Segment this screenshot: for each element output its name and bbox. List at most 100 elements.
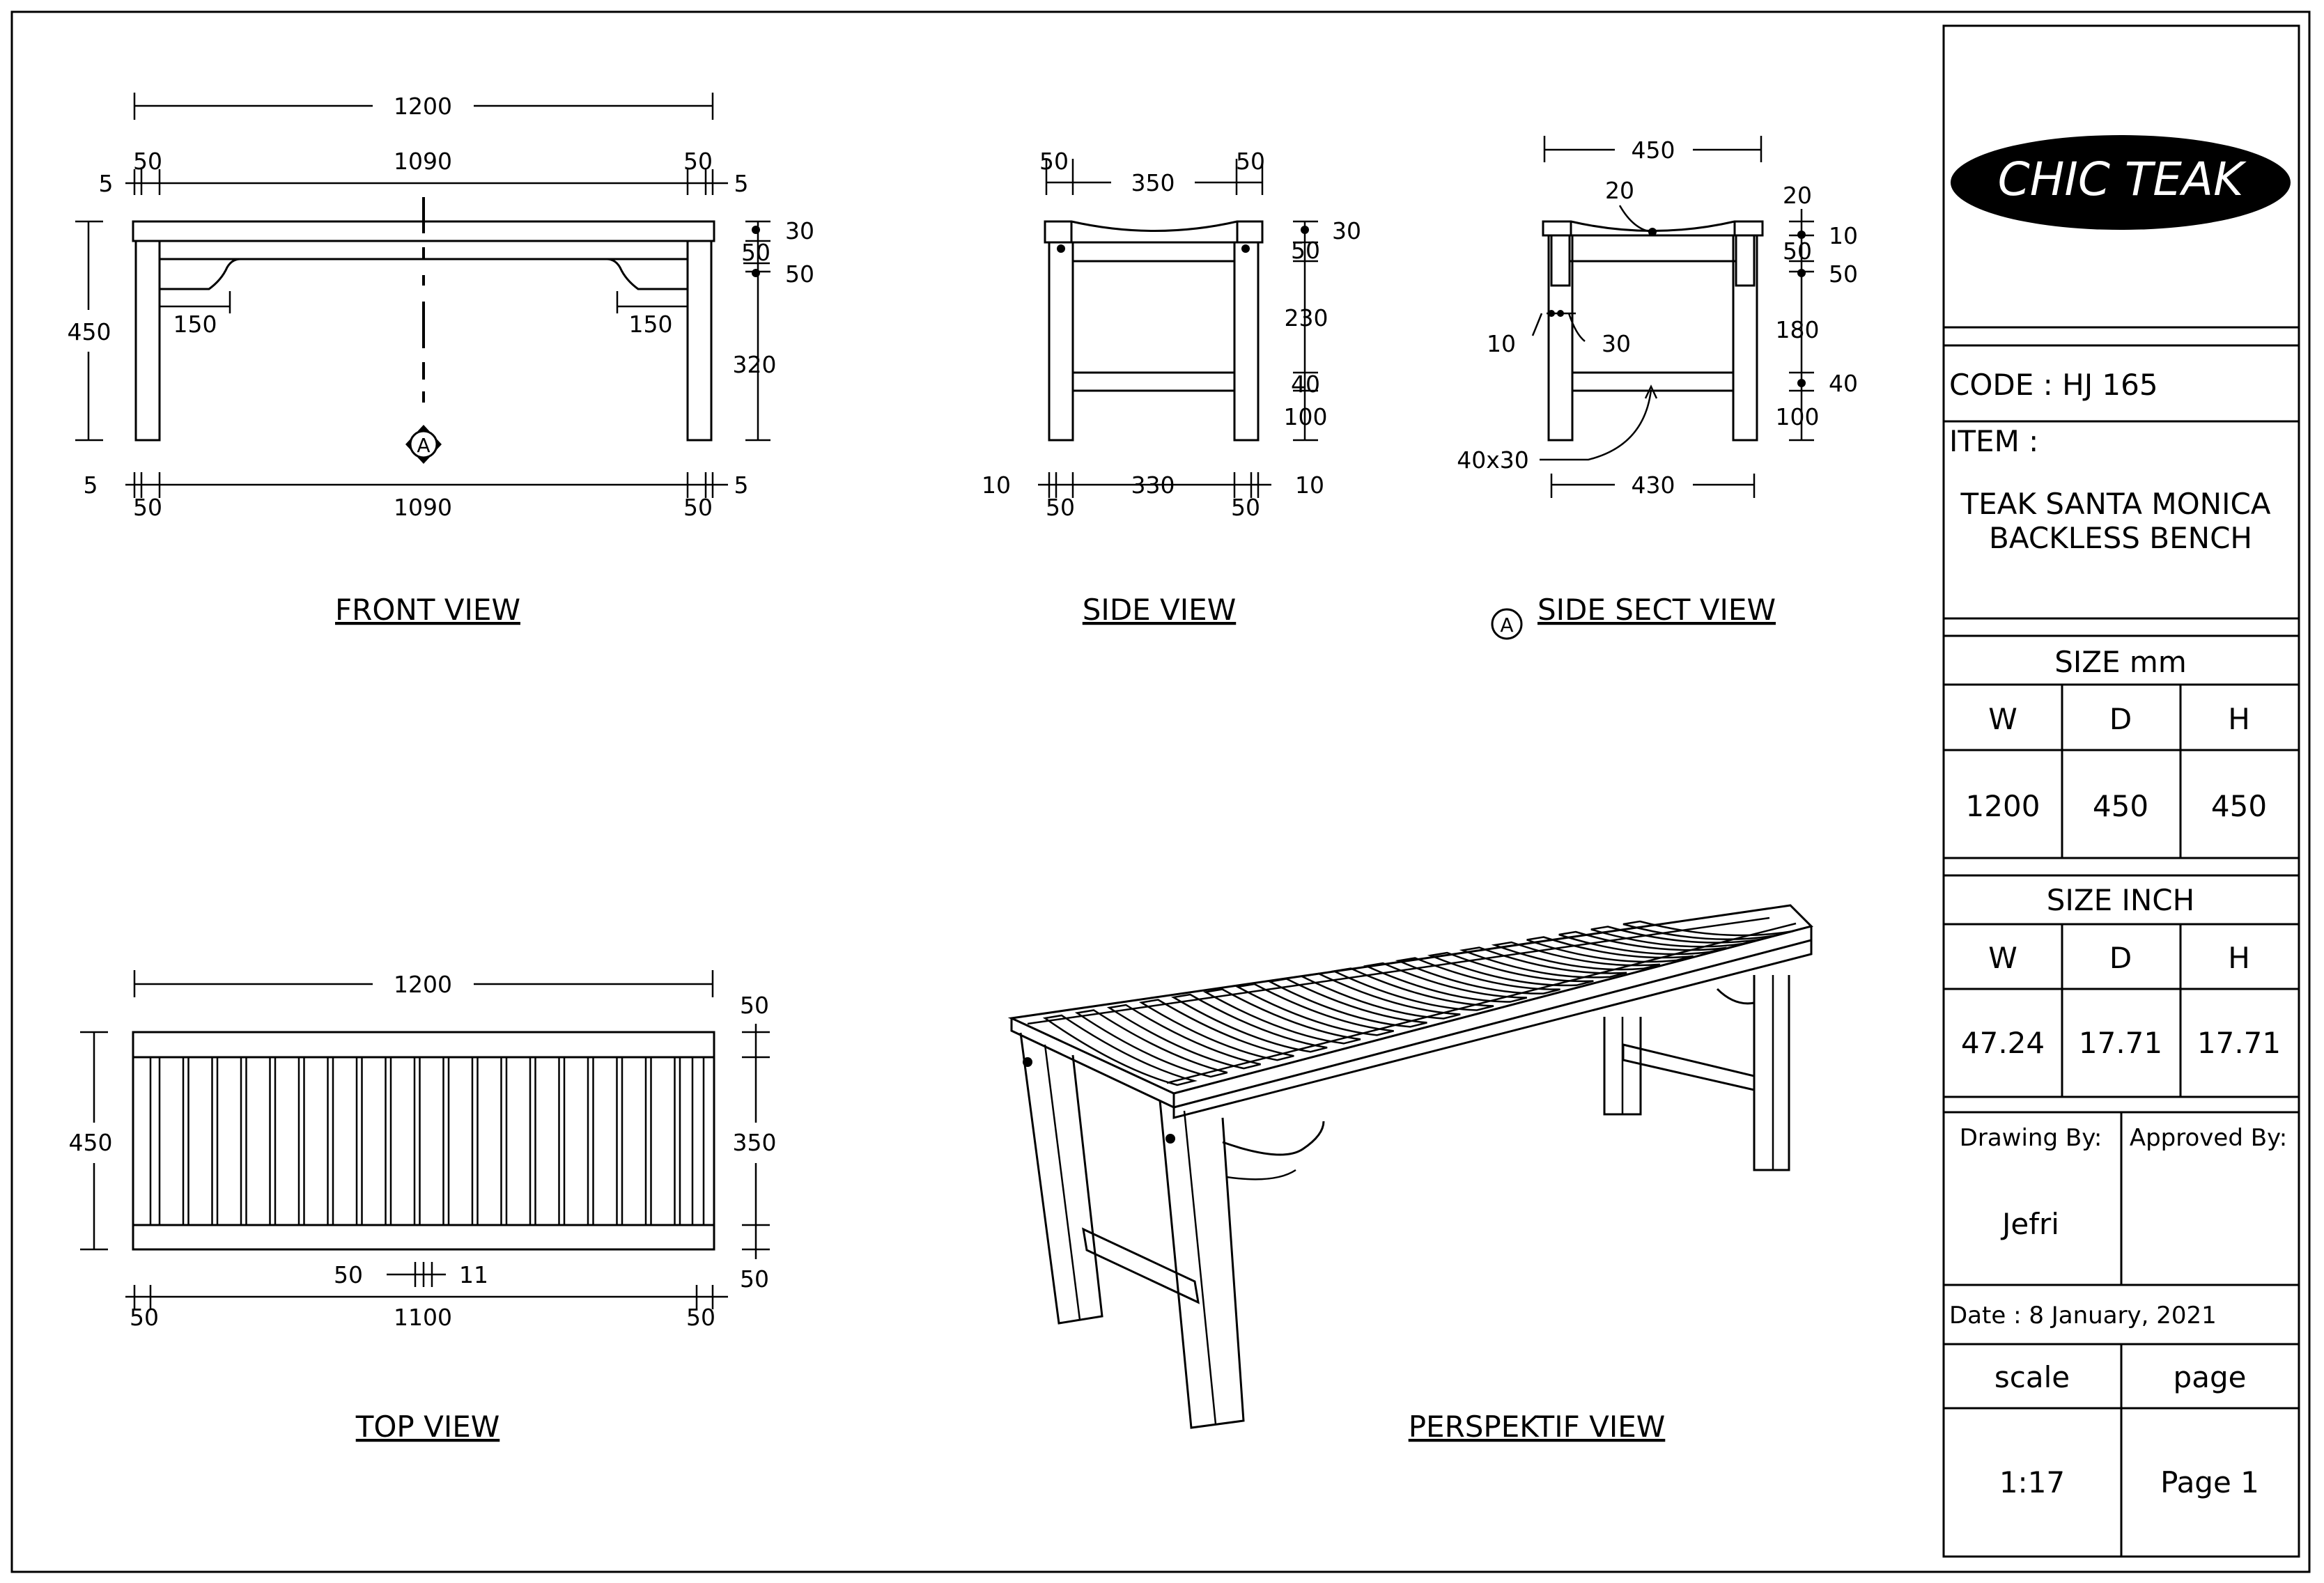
code-text: CODE : HJ 165: [1949, 368, 2158, 402]
mm-value-w: 1200: [1966, 789, 2040, 823]
top-slat: [274, 1056, 300, 1226]
inch-value-h: 17.71: [2197, 1026, 2281, 1060]
top-slat: [303, 1056, 329, 1226]
top-slat: [505, 1056, 532, 1226]
perspective-slat: [1138, 999, 1294, 1061]
side-dim-inner: 350: [1131, 169, 1175, 196]
sect-dim-tenon-l: 10: [1487, 330, 1516, 357]
top-slat: [419, 1056, 444, 1226]
top-slat: [477, 1056, 502, 1226]
perspective-slat: [1427, 951, 1594, 987]
perspective-slat: [1234, 983, 1394, 1036]
perspective-slat: [1299, 972, 1461, 1020]
front-view-title: FRONT VIEW: [335, 593, 520, 627]
perspective-slat: [1170, 993, 1328, 1053]
approved-by-label: Approved By:: [2130, 1124, 2287, 1152]
top-dim-b-leg-r: 50: [686, 1304, 715, 1331]
perspective-slat: [1363, 962, 1528, 1003]
perspective-slat: [1526, 936, 1694, 963]
side-dim-b-off-r: 10: [1295, 471, 1324, 499]
inch-col-h: H: [2228, 941, 2250, 975]
side-dim-leg-r: 50: [1236, 148, 1265, 175]
front-dim-b-off-l: 5: [84, 471, 98, 499]
page-label: page: [2174, 1360, 2247, 1394]
sect-dim-tenon-r: 30: [1602, 330, 1631, 357]
mm-col-w: W: [1988, 702, 2017, 736]
front-dim-b-inner: 1090: [394, 494, 452, 521]
side-view: 50 350 50 30 50 230 40 100 10: [982, 148, 1361, 627]
front-view: 1200 50 1090 50 5 5 A 150: [68, 93, 814, 627]
sect-dim-foot: 100: [1776, 403, 1820, 430]
top-slat: [158, 1056, 185, 1226]
top-slat: [447, 1056, 474, 1226]
top-slat: [621, 1056, 647, 1226]
perspective-slat: [1558, 930, 1727, 956]
front-dim-off-l: 5: [99, 170, 114, 197]
side-dim-b-inner: 330: [1131, 471, 1175, 499]
side-view-title: SIDE VIEW: [1083, 593, 1236, 627]
front-dim-apron-t2: 50: [785, 260, 814, 288]
perspective-slats: [1042, 920, 1794, 1086]
perspective-slat: [1042, 1014, 1198, 1086]
top-slat: [216, 1056, 242, 1226]
top-slat: [534, 1056, 560, 1226]
top-slat: [389, 1056, 416, 1226]
item-line-2: BACKLESS BENCH: [1989, 521, 2252, 555]
top-dim-b-inner: 1100: [394, 1304, 452, 1331]
front-section-marker: A: [417, 434, 430, 457]
side-dim-apron: 50: [1291, 237, 1320, 264]
perspective-slat: [1590, 926, 1760, 948]
perspective-slat: [1622, 920, 1794, 941]
drawing-by-label: Drawing By:: [1960, 1124, 2102, 1152]
sheet-border: [10, 10, 2311, 1573]
inch-value-w: 47.24: [1961, 1026, 2045, 1060]
mm-value-d: 450: [2093, 789, 2148, 823]
sect-dim-bottom: 430: [1632, 471, 1675, 499]
perspective-slat: [1074, 1009, 1228, 1078]
logo-text: CHIC TEAK: [1998, 153, 2247, 206]
sect-dim-slat: 10: [1829, 222, 1858, 249]
top-view-slats: [158, 1056, 705, 1226]
date-text: Date : 8 January, 2021: [1949, 1302, 2217, 1329]
top-dim-b-leg-l: 50: [130, 1304, 159, 1331]
sect-dim-apron2: 50: [1829, 260, 1858, 288]
side-dim-b-leg-l: 50: [1046, 494, 1075, 521]
side-dim-top-t: 30: [1332, 217, 1361, 244]
sect-dim-overall: 450: [1632, 137, 1675, 164]
side-sect-view-title: SIDE SECT VIEW: [1537, 593, 1776, 627]
sect-dim-rail-size: 40x30: [1457, 446, 1529, 474]
top-view-title: TOP VIEW: [355, 1410, 500, 1444]
mm-value-h: 450: [2211, 789, 2267, 823]
perspective-slat: [1202, 988, 1361, 1045]
mm-col-d: D: [2109, 702, 2132, 736]
front-dim-leg-h: 320: [733, 351, 777, 378]
sect-marker: A: [1500, 614, 1513, 637]
top-slat: [187, 1056, 213, 1226]
perspective-slat: [1106, 1004, 1261, 1070]
front-dim-apron-r: 150: [629, 311, 673, 338]
side-sect-view: 450 20 20 10 50 50 180 40 100: [1457, 136, 1858, 640]
side-dim-b-off-l: 10: [982, 471, 1011, 499]
top-slat: [332, 1056, 358, 1226]
top-slat: [361, 1056, 387, 1226]
sect-dim-curve: 20: [1605, 177, 1634, 204]
item-label: ITEM :: [1949, 424, 2038, 458]
item-line-1: TEAK SANTA MONICA: [1960, 487, 2270, 521]
side-dim-foot: 100: [1284, 403, 1328, 430]
top-view: 1200 450 50 350 50 50 11 50: [69, 970, 777, 1444]
front-dim-height: 450: [68, 318, 111, 345]
perspective-slat: [1491, 941, 1661, 971]
side-dim-b-leg-r: 50: [1231, 494, 1260, 521]
inch-value-d: 17.71: [2079, 1026, 2162, 1060]
side-dim-open: 230: [1285, 304, 1328, 332]
top-slat: [245, 1056, 271, 1226]
front-dim-overall: 1200: [394, 93, 452, 120]
title-block: CHIC TEAK CODE : HJ 165 ITEM : TEAK SANT…: [1942, 24, 2300, 1558]
side-dim-leg-l: 50: [1039, 148, 1069, 175]
perspective-slat: [1266, 978, 1427, 1028]
drawing-by-name: Jefri: [2000, 1207, 2059, 1241]
top-slat: [679, 1056, 705, 1226]
top-slat: [592, 1056, 618, 1226]
sect-dim-rail: 40: [1829, 370, 1858, 397]
top-dim-overall: 1200: [394, 971, 452, 998]
